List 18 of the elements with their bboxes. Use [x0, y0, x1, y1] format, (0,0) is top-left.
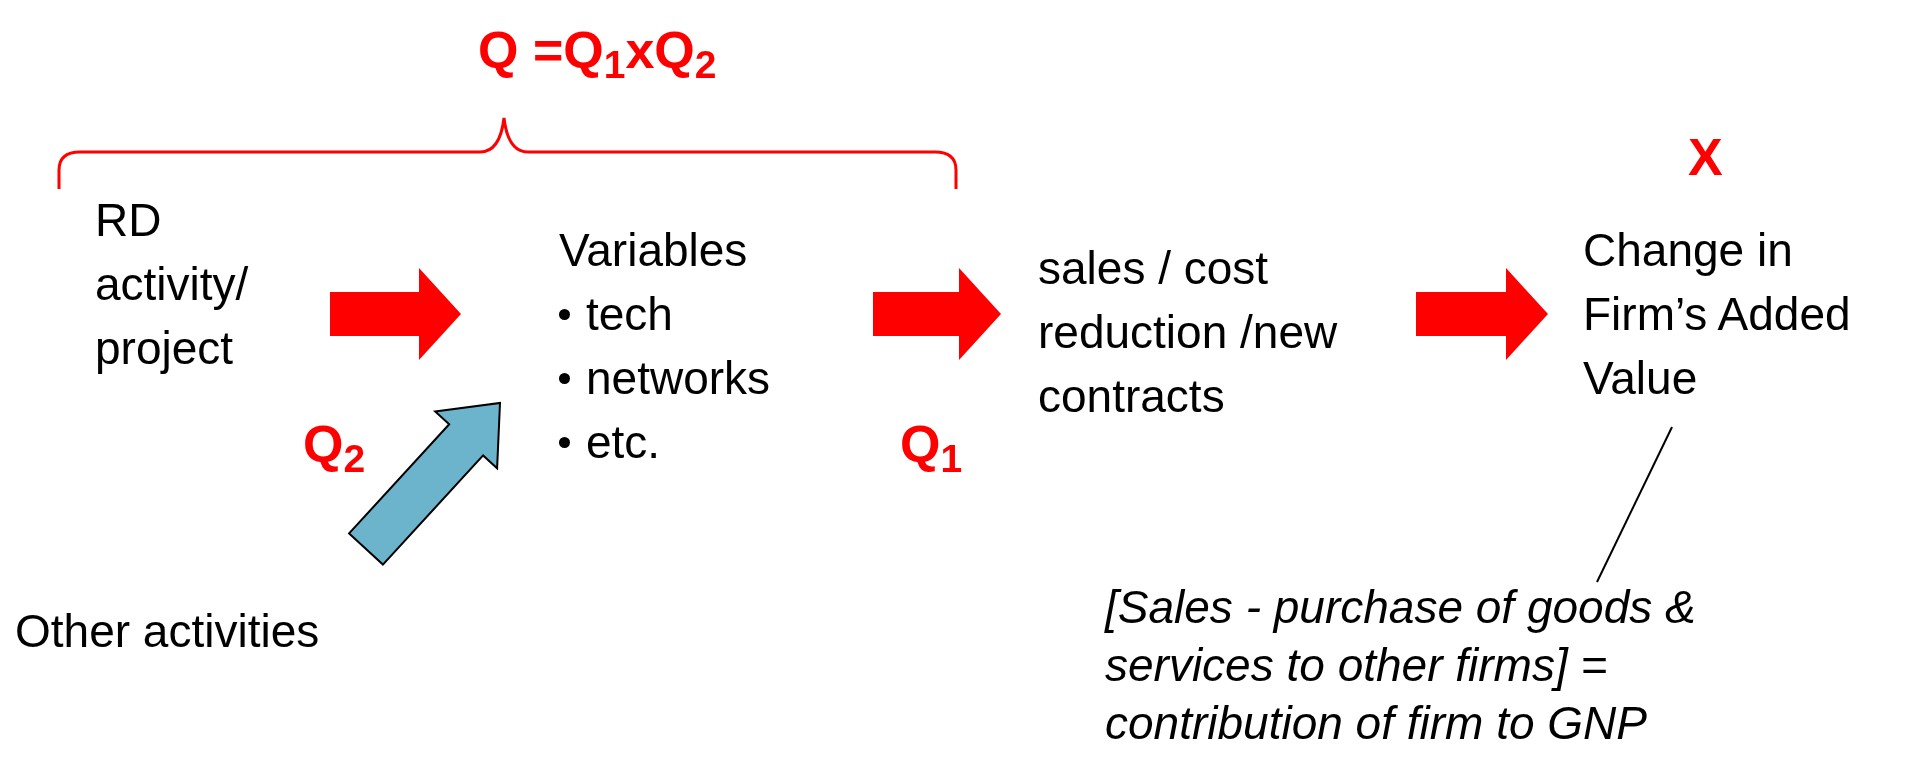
list-item: tech — [586, 287, 673, 342]
formula-title: Q =Q$_{1}$xQ$_{2}$ — [478, 20, 717, 82]
variable-label: Q$_{1}$ — [900, 414, 963, 476]
leader-line — [1596, 426, 1673, 583]
node-text: [Sales - purchase of goods & services to other firms] = contribution of firm to GNP — [1105, 580, 1697, 751]
list-item: networks — [586, 351, 771, 406]
node-text: RD activity/ project — [95, 193, 250, 376]
variable-label: Q$_{2}$ — [303, 414, 366, 476]
node-text: Other activities — [15, 604, 321, 659]
node-text: Variables — [559, 223, 749, 278]
block-arrow — [873, 268, 1001, 360]
variable-label: X — [1688, 127, 1723, 188]
block-arrow — [1416, 268, 1548, 360]
block-arrow — [330, 268, 461, 360]
block-arrow — [347, 401, 502, 566]
node-text: Change in Firm’s Added Value — [1583, 223, 1852, 406]
node-text: sales / cost reduction /new contracts — [1038, 241, 1339, 424]
list-item: etc. — [586, 415, 661, 470]
